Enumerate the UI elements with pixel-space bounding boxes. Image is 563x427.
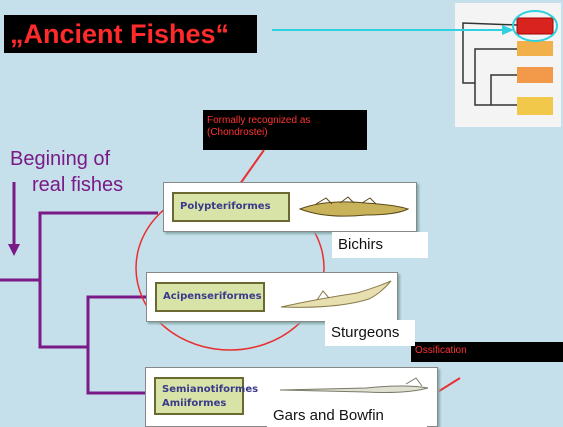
order-label-semionotiformes-amiiformes: Semianotiformes Amiiformes: [154, 377, 259, 415]
common-name-bichirs: Bichirs: [332, 232, 428, 258]
order-line1: Semianotiformes: [162, 384, 259, 395]
subtitle: Begining of real fishes: [10, 146, 123, 198]
order-label-acipenseriformes: Acipenseriformes: [155, 282, 265, 312]
tree-branch-semionotiformes: [86, 347, 145, 395]
mini-box-4: [517, 97, 553, 115]
red-pointer-formally: [239, 149, 265, 185]
common-name-sturgeons: Sturgeons: [325, 320, 415, 346]
mini-cladogram-thumbnail: [455, 3, 561, 127]
mini-box-2: [517, 41, 553, 56]
tree-branch-polypteriformes: [38, 211, 158, 280]
order-line2: Amiiformes: [162, 398, 227, 409]
gar-fish-image: [279, 377, 429, 393]
tree-branch-acipenseriformes: [86, 295, 148, 347]
mini-cladogram: [462, 10, 558, 115]
cyan-pointer-arrow: [272, 25, 514, 35]
mini-highlight-circle: [512, 10, 558, 42]
common-name-gars-bowfin: Gars and Bowfin: [267, 405, 427, 427]
note-ossification: Ossification: [411, 342, 563, 362]
group-card-acipenseriformes: Acipenseriformes: [146, 272, 398, 322]
sturgeon-fish-image: [280, 280, 392, 308]
note-formally-recognized: Formally recognized as (Chondrostei): [203, 110, 367, 150]
mini-box-3: [517, 67, 553, 83]
group-card-polypteriformes: Polypteriformes: [163, 182, 417, 232]
tree-branch-node2: [38, 280, 88, 349]
mini-box-ancient: [516, 17, 554, 35]
subtitle-line1: Begining of: [10, 148, 111, 170]
bichir-fish-image: [298, 196, 410, 217]
page-title: „Ancient Fishes“: [4, 15, 257, 53]
subtitle-line2: real fishes: [32, 174, 124, 196]
order-label-polypteriformes: Polypteriformes: [172, 192, 290, 222]
